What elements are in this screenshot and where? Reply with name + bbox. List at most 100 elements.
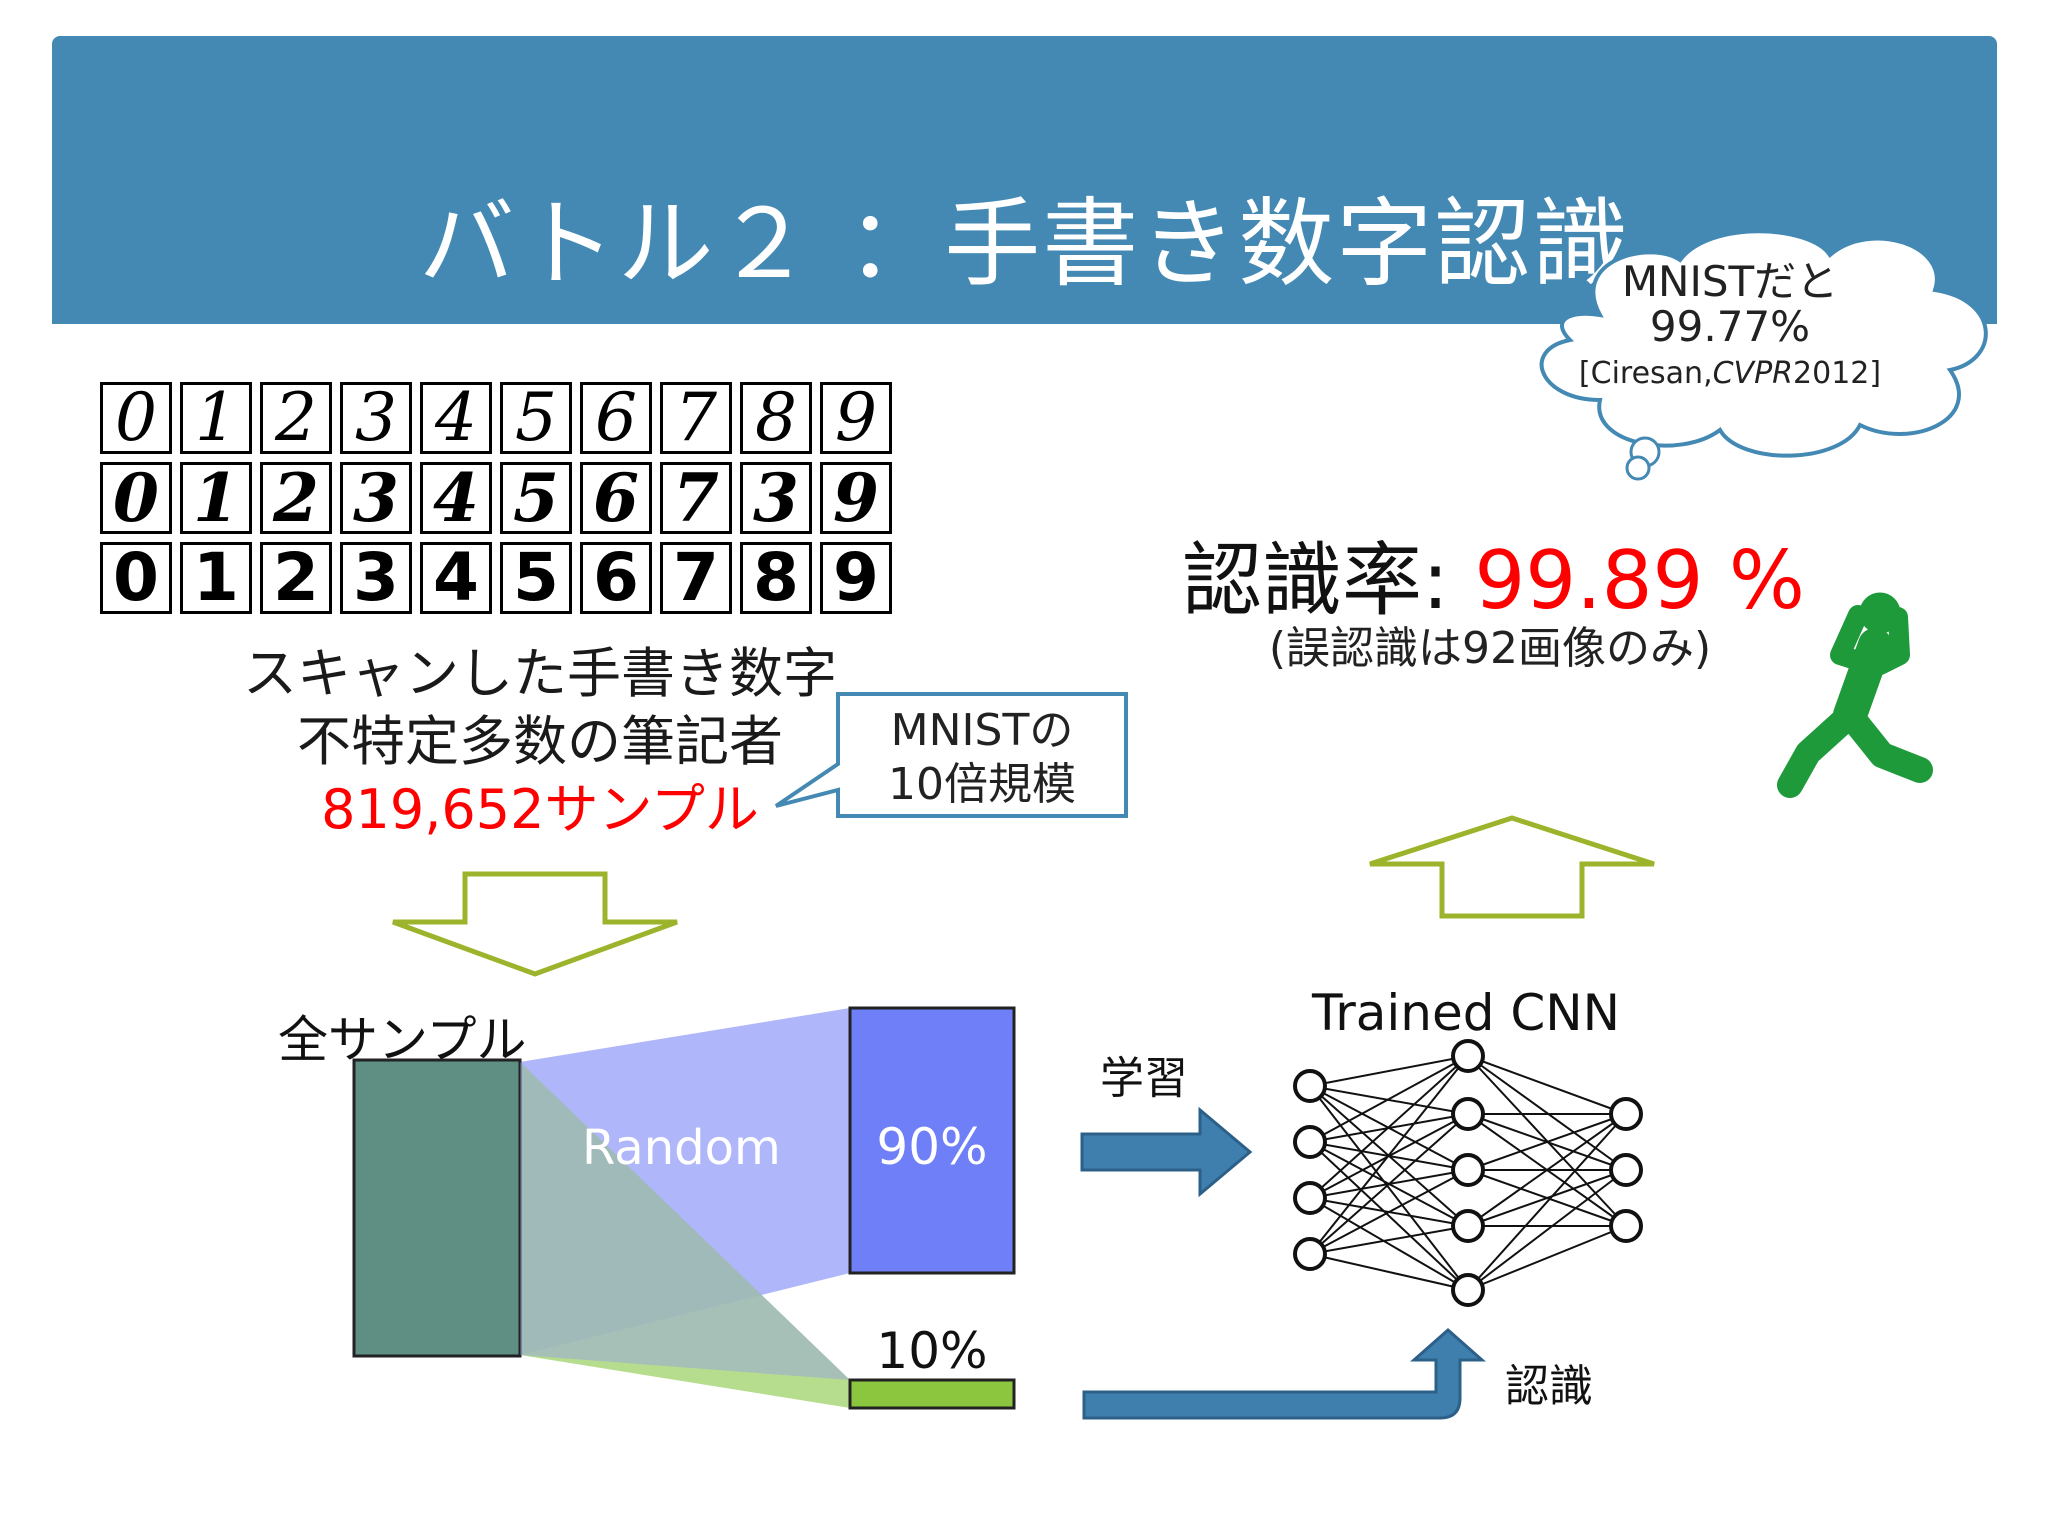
digit-cell: 5 [500,382,572,454]
rate-value: 99.89 % [1474,534,1805,627]
cnn-label: Trained CNN [1312,984,1621,1042]
nn-node [1293,1237,1327,1271]
nn-connection [1467,1225,1627,1291]
callout-box [774,692,1128,818]
all-samples-label: 全サンプル [278,1011,527,1069]
digit-cell: 1 [180,462,252,534]
recognition-rate: 認識率: 99.89 % [1182,516,1805,632]
nn-connection [1309,1169,1469,1255]
title-banner: バトル２ ：手書き数字認識 [52,36,1997,324]
digit-cell: 6 [580,382,652,454]
digit-cell: 7 [660,462,732,534]
nn-connection [1467,1169,1627,1227]
nn-node [1451,1097,1485,1131]
cloud-citation: [Ciresan,CVPR2012] [1540,356,1920,391]
nn-connection [1309,1085,1469,1291]
nn-connection [1309,1055,1469,1087]
digit-cell: 7 [660,542,732,614]
digit-row: 0 1 2 3 4 5 6 7 3 9 [100,462,892,534]
callout-text: MNISTの 10倍規模 [840,704,1124,812]
recognize-label: 認識 [1505,1361,1593,1412]
learn-label: 学習 [1100,1053,1188,1104]
test-percent: 10% [876,1322,988,1380]
nn-connection [1309,1055,1469,1255]
test-set-box [848,1378,1016,1410]
nn-node [1451,1039,1485,1073]
digit-cell: 2 [260,542,332,614]
nn-node [1451,1209,1485,1243]
nn-connection [1467,1113,1627,1171]
random-label: Random [582,1120,781,1176]
neural-network-icon [1293,1039,1643,1307]
train-percent: 90% [876,1118,988,1176]
nn-connection [1467,1113,1627,1227]
rate-label: 認識率: [1182,534,1449,627]
walking-person-icon [1777,592,1933,798]
mnist-digit-grid: 0 1 2 3 4 5 6 7 8 9 0 1 2 3 4 5 6 7 3 9 … [100,382,892,622]
digit-cell: 5 [500,542,572,614]
training-set-box [848,1006,1016,1275]
digit-row: 0 1 2 3 4 5 6 7 8 9 [100,542,892,614]
citation-venue: CVPR [1712,356,1794,391]
nn-node [1609,1097,1643,1131]
nn-connection [1309,1055,1469,1143]
arrow-up-icon [1369,815,1655,919]
digit-cell: 4 [420,542,492,614]
digit-cell: 1 [180,542,252,614]
sample-count: 819,652サンプル [321,778,759,841]
digit-cell: 5 [500,462,572,534]
digit-cell: 3 [340,382,412,454]
nn-connection [1309,1253,1469,1291]
digit-cell: 3 [740,462,812,534]
digit-cell: 0 [100,542,172,614]
nn-connection [1467,1169,1627,1291]
digit-cell: 6 [580,542,652,614]
misrecognition-note: (誤認識は92画像のみ) [1268,623,1712,674]
nn-node [1293,1069,1327,1103]
digit-cell: 8 [740,382,812,454]
cloud-line2: 99.77% [1649,302,1811,351]
description-line1: スキャンした手書き数字 [243,642,837,705]
digit-cell: 9 [820,462,892,534]
digit-cell: 0 [100,382,172,454]
nn-connection [1309,1141,1469,1291]
digit-cell: 7 [660,382,732,454]
nn-connection [1309,1113,1469,1255]
nn-node [1293,1125,1327,1159]
digit-cell: 6 [580,462,652,534]
digit-cell: 3 [340,542,412,614]
nn-node [1609,1209,1643,1243]
digit-cell: 4 [420,462,492,534]
digit-cell: 9 [820,542,892,614]
overlap-shade [520,1062,850,1380]
digit-cell: 2 [260,382,332,454]
nn-connection [1309,1197,1469,1291]
nn-node [1451,1273,1485,1307]
digit-cell: 3 [340,462,412,534]
dataset-description: スキャンした手書き数字 不特定多数の筆記者 819,652サンプル [190,640,890,844]
digit-cell: 9 [820,382,892,454]
digit-row: 0 1 2 3 4 5 6 7 8 9 [100,382,892,454]
digit-cell: 0 [100,462,172,534]
nn-node [1451,1153,1485,1187]
all-samples-box [352,1058,522,1358]
citation-year: 2012] [1793,356,1882,391]
arrow-down-icon [392,871,678,977]
nn-node [1293,1181,1327,1215]
nn-connection [1309,1225,1469,1255]
citation-prefix: [Ciresan, [1578,356,1713,391]
nn-connection [1467,1113,1627,1291]
digit-cell: 4 [420,382,492,454]
recognize-arrow-icon [1082,1327,1486,1420]
cloud-line1: MNISTだと [1621,257,1839,306]
nn-node [1609,1153,1643,1187]
digit-cell: 8 [740,542,812,614]
slide-title: バトル２ ：手書き数字認識 [418,188,1631,300]
callout-line2: 10倍規模 [888,759,1076,810]
callout-line1: MNISTの [890,705,1074,756]
learn-arrow-icon [1080,1106,1253,1198]
digit-cell: 2 [260,462,332,534]
test-projection [520,1062,850,1408]
nn-connection [1309,1055,1469,1199]
